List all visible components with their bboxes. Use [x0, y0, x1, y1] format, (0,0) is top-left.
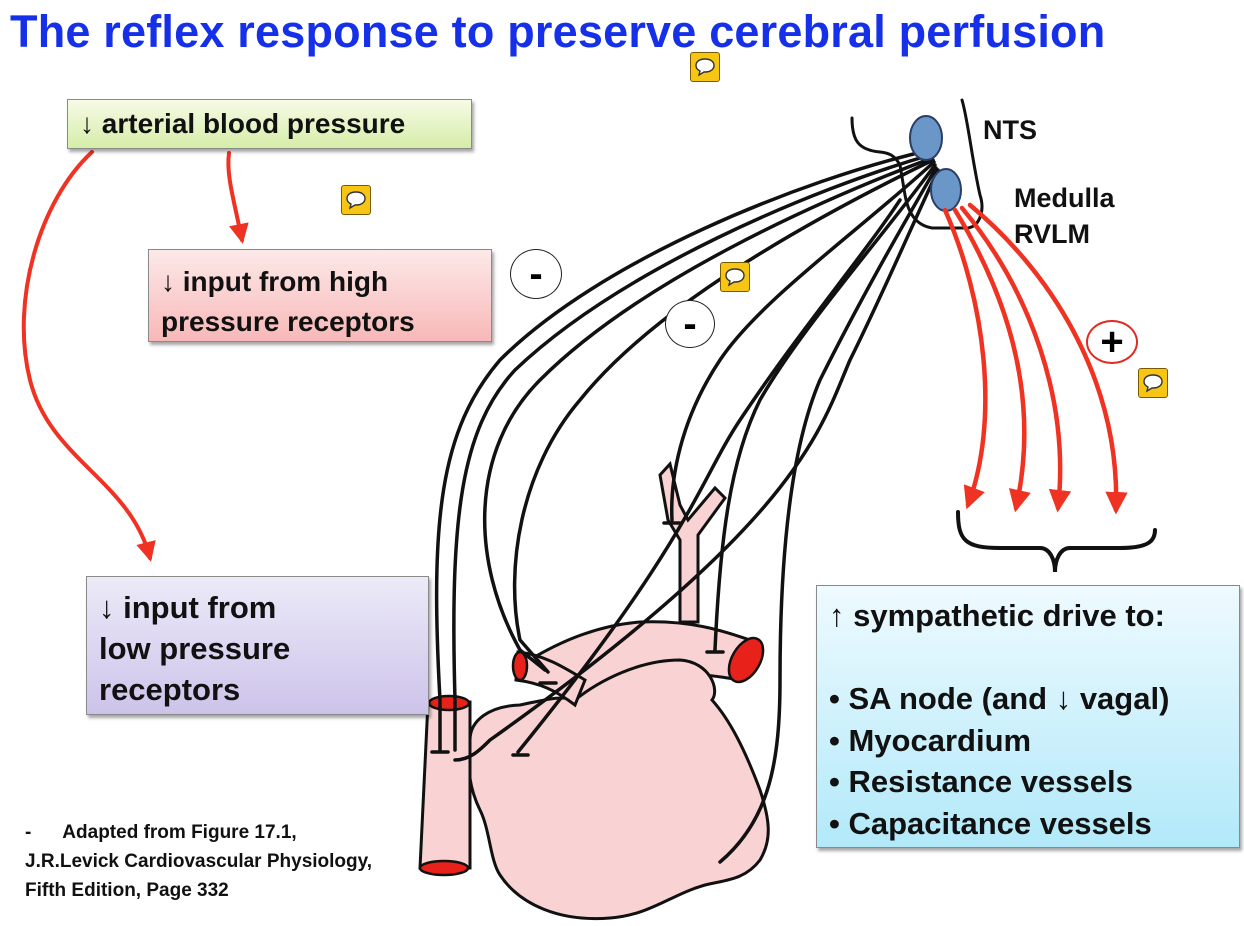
citation-line-1: - Adapted from Figure 17.1,	[25, 822, 297, 843]
sympathetic-targets-list: SA node (and ↓ vagal) Myocardium Resista…	[829, 678, 1227, 844]
medulla-label: Medulla RVLM	[1014, 180, 1115, 252]
list-item: SA node (and ↓ vagal)	[829, 678, 1227, 720]
rvlm-nucleus	[930, 168, 962, 212]
comment-icon[interactable]	[341, 185, 371, 215]
source-citation: - Adapted from Figure 17.1, J.R.Levick C…	[25, 818, 372, 905]
sympathetic-heading: ↑ sympathetic drive to:	[829, 598, 1165, 633]
brainstem-outline	[850, 98, 984, 230]
arterial-pressure-box: ↓ arterial blood pressure	[67, 99, 472, 149]
heart-body	[466, 658, 770, 921]
list-item: Capacitance vessels	[829, 803, 1227, 845]
high-pressure-receptors-box: ↓ input from high pressure receptors	[148, 249, 492, 342]
low-pressure-line-2: low pressure	[99, 631, 291, 666]
nts-label: NTS	[983, 115, 1037, 145]
medulla-label-line-1: Medulla	[1014, 183, 1115, 213]
page-title: The reflex response to preserve cerebral…	[10, 6, 1106, 57]
nts-nucleus	[909, 115, 943, 161]
medulla-label-line-2: RVLM	[1014, 219, 1091, 249]
comment-icon[interactable]	[720, 262, 750, 292]
low-pressure-line-1: ↓ input from	[99, 590, 277, 625]
bp-arrows	[21, 150, 249, 562]
comment-icon[interactable]	[690, 52, 720, 82]
high-pressure-line-1: ↓ input from high	[161, 266, 389, 297]
nerve-end-ticks	[430, 521, 725, 757]
high-pressure-line-2: pressure receptors	[161, 306, 415, 337]
list-item: Resistance vessels	[829, 761, 1227, 803]
sympathetic-drive-box: ↑ sympathetic drive to: SA node (and ↓ v…	[816, 585, 1240, 848]
excitatory-sign: +	[1086, 320, 1138, 364]
brace	[956, 510, 1157, 573]
inhibitory-sign: -	[665, 300, 715, 348]
comment-icon[interactable]	[1138, 368, 1168, 398]
vena-cava	[418, 700, 472, 870]
low-pressure-receptors-box: ↓ input from low pressure receptors	[86, 576, 429, 715]
inhibitory-sign: -	[510, 249, 562, 299]
low-pressure-line-3: receptors	[99, 672, 241, 707]
sympathetic-arrows	[942, 202, 1128, 515]
citation-line-3: Fifth Edition, Page 332	[25, 880, 229, 901]
citation-line-2: J.R.Levick Cardiovascular Physiology,	[25, 851, 373, 872]
list-item: Myocardium	[829, 720, 1227, 762]
afferent-nerves	[434, 148, 940, 864]
heart	[418, 460, 770, 921]
